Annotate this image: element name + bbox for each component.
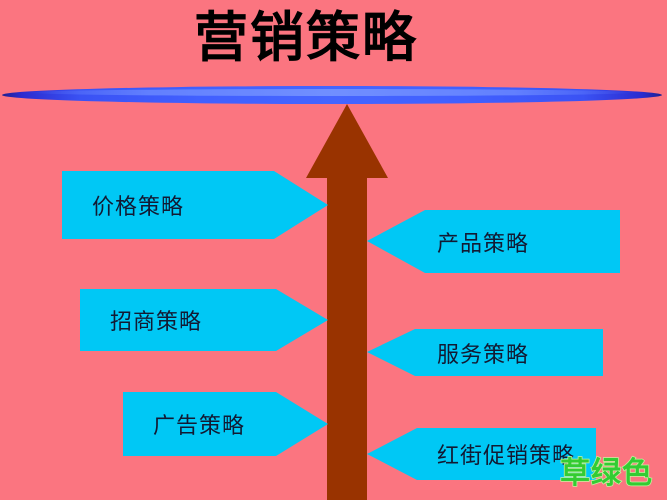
- callout-right-1-label: 产品策略: [437, 231, 530, 257]
- callout-right-2-label: 服务策略: [437, 342, 530, 368]
- callout-right-2[interactable]: 服务策略: [367, 329, 603, 376]
- pentagon-right-shape: [62, 171, 328, 239]
- pentagon-right-shape: [123, 392, 328, 456]
- central-up-arrow: [306, 104, 388, 500]
- pentagon-left-shape: [367, 428, 596, 480]
- callout-left-3-label: 广告策略: [153, 414, 246, 439]
- pentagon-left-shape: [367, 210, 620, 273]
- callout-left-2-label: 招商策略: [110, 310, 203, 335]
- callout-left-1-label: 价格策略: [92, 195, 185, 220]
- callout-left-3[interactable]: 广告策略: [123, 392, 328, 456]
- up-arrow-shape: [306, 104, 388, 500]
- page-title: 营销策略: [194, 6, 418, 69]
- callout-left-2[interactable]: 招商策略: [80, 289, 328, 351]
- watermark-text: 草绿色: [559, 455, 653, 492]
- pentagon-right-shape: [80, 289, 328, 351]
- callout-right-1[interactable]: 产品策略: [367, 210, 620, 273]
- blue-lens-divider: [2, 86, 662, 104]
- callout-left-1[interactable]: 价格策略: [62, 171, 328, 239]
- callout-right-3[interactable]: 红街促销策略: [367, 428, 596, 480]
- callout-right-3-label: 红街促销策略: [437, 444, 576, 469]
- pentagon-left-shape: [367, 329, 603, 376]
